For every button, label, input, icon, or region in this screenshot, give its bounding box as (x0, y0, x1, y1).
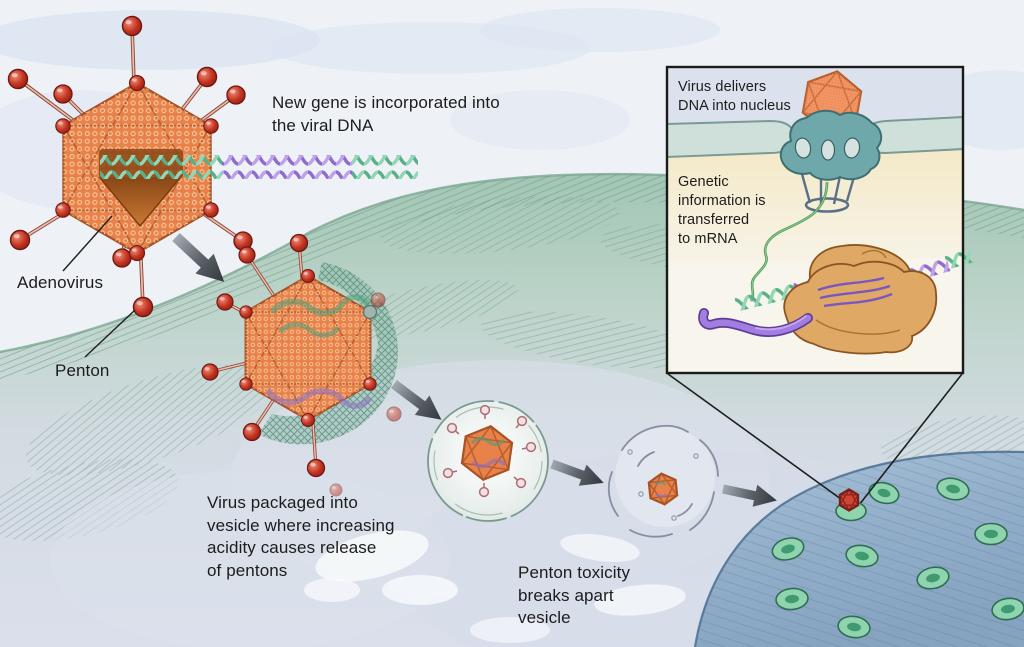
nucleus (693, 450, 1024, 647)
adenovirus-2 (201, 233, 402, 497)
inset-pore-holes (794, 137, 861, 161)
vesicle-1-released-pentons (442, 404, 537, 498)
inset-dna-thread (749, 181, 829, 302)
inset-pore-basket (800, 169, 858, 213)
label-inset-top: Virus delivers DNA into nucleus (678, 79, 791, 114)
inset-nucleoplasm (667, 120, 963, 264)
label-adenovirus: Adenovirus (17, 273, 104, 292)
adenovirus-2-genome (265, 294, 373, 409)
inset-membrane-left (666, 119, 796, 159)
vesicle-1-virus-genome (470, 437, 507, 469)
label-vesicle: Virus packaged into vesicle where increa… (207, 493, 395, 580)
inset-box-border (665, 65, 965, 375)
vesicle-2 (607, 424, 719, 538)
inset-cleft-strands (817, 276, 893, 308)
inset-callout-lines (667, 373, 963, 506)
adenovirus-2-pentons (201, 233, 402, 497)
label-pointer-lines (62, 215, 136, 358)
inset-polymerase (783, 244, 938, 355)
inset-mrna (698, 308, 813, 337)
vesicle-1 (427, 400, 549, 522)
label-penton-toxicity: Penton toxicity breaks apart vesicle (518, 563, 631, 628)
pointer-line-penton (84, 309, 136, 358)
label-new-gene: New gene is incorporated into the viral … (272, 93, 500, 135)
docked-virus (835, 489, 867, 522)
pointer-line-adenovirus (62, 215, 113, 272)
membrane-pocket (258, 262, 399, 445)
label-penton: Penton (55, 361, 110, 380)
dna-helix (100, 155, 418, 179)
nuclear-pores (771, 477, 1024, 639)
inset-box (665, 65, 974, 375)
white-blotches (304, 530, 686, 643)
label-inset-bottom: Genetic information is transferred to mR… (678, 174, 766, 247)
